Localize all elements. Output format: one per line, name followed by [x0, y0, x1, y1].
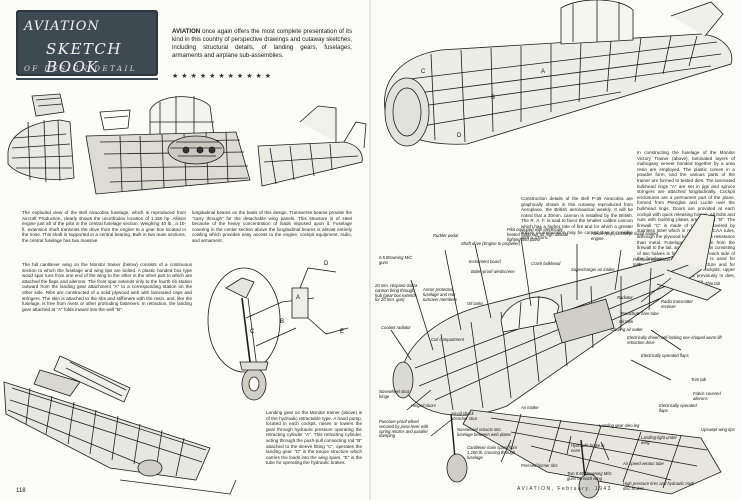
callout-allison-engine: Allison (Exp.) 1,150hp. liquid-cooled en…	[591, 231, 658, 241]
intro-paragraph: AVIATION once again offers the most comp…	[172, 28, 352, 60]
intro-lead: AVIATION	[172, 28, 201, 35]
caption-p39: Construction details of the Bell P-39 Ai…	[521, 196, 633, 241]
callout-tires-brakes: High pressure tires and hydraulic multi-…	[623, 481, 696, 491]
wing-cutaway-drawing	[3, 355, 237, 495]
masthead-tagline: OF DESIGN DETAIL	[24, 64, 137, 73]
callout-flare-tube: Parachute flare tube	[621, 311, 659, 316]
callout-ailerons: Fabric covered ailerons	[693, 391, 721, 401]
fuselage-label-b: B	[491, 95, 496, 101]
callout-retraction-drive: Electrically driven self-locking one-sha…	[627, 335, 722, 345]
callout-venturi: Air speed venturi tube	[623, 461, 664, 466]
callout-main-spars: Cantilever main spars from 1,200 lb. cro…	[467, 445, 518, 460]
caption-airacobra-a: The exploded view of the Bell Airacobra …	[22, 210, 186, 243]
callout-radio: Radio transmitter receiver	[661, 299, 693, 309]
callout-crash-bulkhead: Crash bulkhead	[531, 261, 561, 266]
p39-cutaway-drawing	[390, 213, 722, 499]
page-gutter	[369, 0, 372, 500]
callout-browning-guns: 0.5 Browning M/C guns	[379, 255, 413, 265]
caption-airacobra-b: longitudinal beams on the basis of this …	[192, 210, 352, 243]
callout-shaft-drive: Shaft drive (Engine to propeller)	[461, 241, 521, 246]
fuselage-label-a: A	[541, 69, 546, 75]
star-divider: ★★★★★★★★★★★	[172, 72, 275, 80]
callout-rudder-pedal: Rudder pedal	[433, 233, 459, 238]
callout-trim-tab: Trim tab	[691, 377, 707, 382]
callout-thin-tab: Thin tab	[705, 281, 721, 286]
caption-wing: The full cantilever wing on the Monitor …	[22, 262, 192, 312]
callout-shock-strut: Air-oil shock absorber strut	[451, 411, 477, 421]
gear-label-c: C	[250, 329, 255, 335]
callout-wing-tips: Upswept wing tips	[701, 427, 735, 432]
callout-landing-light: Landing-light under wing	[641, 435, 677, 445]
gear-label-b: B	[280, 319, 285, 325]
intro-text: once again offers the most complete pres…	[172, 28, 352, 59]
callout-flaps-lower: Electrically operated flaps	[659, 403, 697, 413]
left-page: AVIATION SKETCH BOOK OF DESIGN DETAIL AV…	[0, 0, 370, 500]
callout-hispano-cannon: 20 mm. Hispano-Suiza cannon firing throu…	[375, 283, 418, 303]
callout-supercharger: Supercharger air intake	[571, 267, 615, 272]
callout-nosewheel-retract: Nosewheel retracts into fuselage between…	[457, 427, 512, 437]
gear-label-a: A	[296, 295, 301, 301]
callout-wing-guns: Two 0.50 Browning M/G guns on each wing	[567, 471, 612, 481]
fuselage-label-d: D	[457, 133, 462, 139]
callout-air-intake: Air intake	[521, 405, 539, 410]
callout-radiator: Radiator	[617, 295, 633, 300]
landing-gear-drawing	[207, 267, 349, 401]
callout-hinged-doors: Hinged doors	[411, 403, 436, 408]
fuselage-label-c: C	[421, 69, 426, 75]
callout-instrument-board: Instrument board	[469, 259, 501, 264]
callout-puncture-wheel: Puncture-proof wheel secured by pivot le…	[379, 419, 429, 439]
gear-label-e: E	[340, 329, 345, 335]
callout-windscreen: Bullet-proof windscreen	[471, 269, 515, 274]
masthead-title: AVIATION	[24, 19, 100, 34]
masthead: AVIATION SKETCH BOOK OF DESIGN DETAIL	[16, 10, 158, 76]
callout-flaps: Electrically operated flaps	[641, 353, 689, 358]
callout-armor: Armor protected fuselage and rear turnov…	[423, 287, 457, 302]
caption-landing-gear: Landing gear on the Monitor trainer (abo…	[266, 410, 362, 466]
callout-oil-tank: Oil tank	[619, 319, 634, 324]
callout-hydraulic-brake: Hydraulic brake in nose	[571, 443, 605, 453]
page-footer: AVIATION, February, 1943	[517, 486, 612, 492]
callout-prestone-tank: Prestone expansion tank	[633, 257, 671, 267]
callout-coil: Coil compartment	[431, 337, 464, 342]
callout-coolant-radiator: Coolant radiator	[381, 325, 411, 330]
fuselage-cutaway-drawing	[384, 0, 733, 147]
airacobra-exploded-drawing	[7, 93, 367, 195]
callout-oleo-leg: Landing gear oleo leg	[599, 423, 640, 428]
right-page: A B C D Construction details of the Bell…	[371, 0, 741, 500]
callout-nosewheel-hinge: Nosewheel strut hinge	[379, 389, 410, 399]
callout-pilot-suit: Pilot equipped with electrically heated …	[507, 227, 569, 242]
masthead-subtitle: SKETCH BOOK	[46, 40, 122, 76]
gear-label-d: D	[324, 261, 329, 267]
callout-former-ribs: Pressed former ribs	[521, 463, 558, 468]
masthead-rule	[16, 78, 158, 80]
callout-cooling-outlet: Cooling air outlet	[611, 327, 643, 332]
callout-oil-tanks: Oil tanks	[467, 301, 484, 306]
page-number: 118	[16, 488, 26, 494]
